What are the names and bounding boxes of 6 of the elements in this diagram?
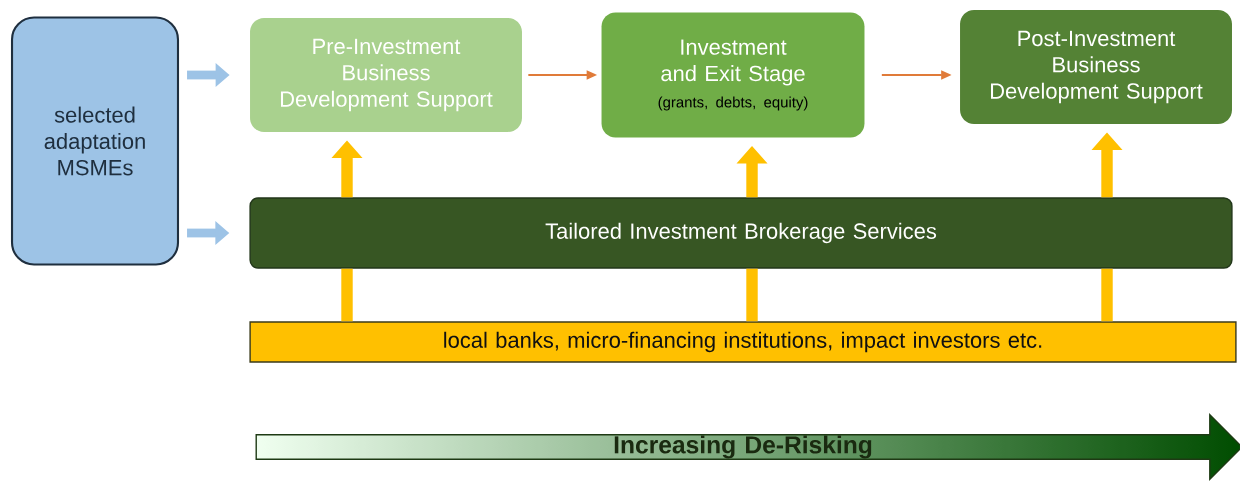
funding-band: local banks, micro-financing institutions, impact investors etc. xyxy=(249,321,1237,363)
stage-box: Pre-Investment Business Development Support xyxy=(250,18,522,132)
stage-box: Post-Investment Business Development Support xyxy=(960,10,1232,124)
entity-box: selected adaptation MSMEs xyxy=(10,16,180,266)
service-band: Tailored Investment Brokerage Services xyxy=(249,197,1233,269)
stage-box: Investment and Exit Stage (grants, debts, equity) xyxy=(601,12,865,138)
